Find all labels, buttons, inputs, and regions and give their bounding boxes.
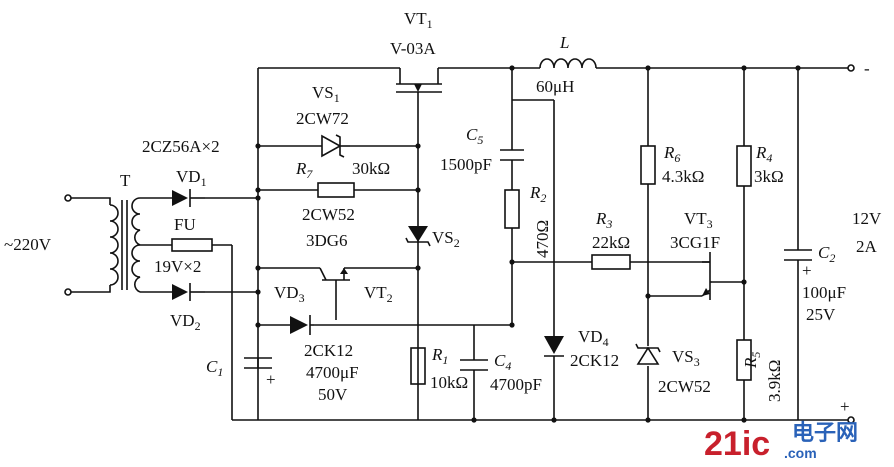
label-vs1: VS1 — [312, 83, 340, 105]
label-r1: R1 — [431, 345, 448, 367]
watermark-text-cn: 电子网 — [792, 420, 858, 445]
watermark-text-com: .com — [784, 445, 817, 461]
label-fuse: FU — [174, 215, 196, 234]
transformer-symbol — [109, 197, 141, 293]
label-rectifier: 2CZ56A×2 — [142, 137, 220, 156]
labels: ~220V T 2CZ56A×2 VD1 FU 19V×2 VD2 VS1 2C… — [4, 9, 882, 416]
transistor-vt1 — [396, 68, 442, 100]
label-vd3-part: 2CK12 — [304, 341, 353, 360]
label-r7: R7 — [295, 159, 313, 181]
capacitor-c5 — [500, 149, 524, 161]
label-r6: R6 — [663, 143, 680, 165]
label-terminal-minus: - — [864, 59, 870, 78]
label-r3-value: 22kΩ — [592, 233, 630, 252]
label-vd2: VD2 — [170, 311, 201, 333]
wire-primary-bottom — [71, 285, 111, 293]
diode-vd4 — [544, 336, 564, 357]
label-input-voltage: ~220V — [4, 235, 52, 254]
label-vt3-part: 3CG1F — [670, 233, 720, 252]
capacitor-c4 — [460, 359, 488, 371]
junctions — [255, 65, 801, 423]
label-r7-value: 30kΩ — [352, 159, 390, 178]
label-c1-value: 4700μF — [306, 363, 359, 382]
label-vt1: VT1 — [404, 9, 433, 31]
label-c2: C2 — [818, 243, 835, 265]
diode-vd1 — [172, 189, 205, 207]
label-terminal-plus: + — [840, 397, 850, 416]
resistor-r3 — [591, 254, 631, 270]
label-vt1-part: V-03A — [390, 39, 436, 58]
label-l: L — [559, 33, 569, 52]
label-c2-plus: + — [802, 261, 812, 280]
output-terminal-minus — [847, 64, 855, 72]
label-output-current: 2A — [856, 237, 878, 256]
capacitor-c2 — [784, 249, 812, 261]
label-c2-value: 100μF — [802, 283, 846, 302]
label-r5: R5 — [741, 352, 763, 369]
transistor-vt3 — [701, 252, 712, 300]
label-r4-value: 3kΩ — [754, 167, 784, 186]
diode-vd3 — [290, 315, 314, 335]
label-vd3: VD3 — [274, 283, 305, 305]
diode-vd2 — [172, 283, 205, 301]
watermark: 21ic .com 电子网 — [704, 420, 858, 463]
label-r2: R2 — [529, 183, 546, 205]
resistor-r4 — [736, 145, 752, 187]
resistor-r6 — [640, 145, 656, 185]
label-r5-value: 3.9kΩ — [765, 360, 784, 402]
label-c5-value: 1500pF — [440, 155, 492, 174]
label-c4-value: 4700pF — [490, 375, 542, 394]
input-terminal-top — [64, 194, 72, 202]
label-fuse-voltage: 19V×2 — [154, 257, 201, 276]
label-vt2-part: 3DG6 — [306, 231, 348, 250]
capacitor-c1 — [244, 357, 272, 369]
inductor-l — [539, 58, 597, 69]
label-vd1: VD1 — [176, 167, 207, 189]
zener-vs1 — [321, 134, 350, 158]
label-c4: C4 — [494, 351, 511, 373]
zener-vs2 — [405, 226, 431, 247]
watermark-text-21ic: 21ic — [704, 425, 770, 463]
resistor-r5 — [736, 339, 752, 381]
label-vd4: VD4 — [578, 327, 609, 349]
label-c5: C5 — [466, 125, 483, 147]
label-r3: R3 — [595, 209, 612, 231]
label-vs3-part: 2CW52 — [658, 377, 711, 396]
label-vs1-part: 2CW72 — [296, 109, 349, 128]
fuse-symbol — [171, 238, 213, 252]
label-vs3: VS3 — [672, 347, 700, 369]
label-r2-value: 470Ω — [533, 220, 552, 258]
label-l-value: 60μH — [536, 77, 574, 96]
wire-primary-top — [71, 197, 111, 205]
label-vs2: VS2 — [432, 228, 460, 250]
label-output-voltage: 12V — [852, 209, 882, 228]
wires — [64, 67, 848, 421]
label-c2-voltage: 25V — [806, 305, 836, 324]
zener-vs3 — [635, 343, 661, 365]
label-transformer: T — [120, 171, 131, 190]
resistor-r2 — [504, 189, 520, 229]
transistor-vt2 — [319, 267, 350, 290]
label-vt2: VT2 — [364, 283, 393, 305]
input-terminal-bottom — [64, 288, 72, 296]
label-vd4-part: 2CK12 — [570, 351, 619, 370]
label-c1-voltage: 50V — [318, 385, 348, 404]
label-r4: R4 — [755, 143, 772, 165]
label-r6-value: 4.3kΩ — [662, 167, 704, 186]
label-c1-plus: + — [266, 370, 276, 389]
resistor-r7 — [317, 182, 355, 198]
label-r1-value: 10kΩ — [430, 373, 468, 392]
label-vs2-part: 2CW52 — [302, 205, 355, 224]
output-terminal-plus — [847, 416, 855, 424]
label-vt3: VT3 — [684, 209, 713, 231]
label-c1: C1 — [206, 357, 223, 379]
resistor-r1 — [410, 347, 426, 385]
